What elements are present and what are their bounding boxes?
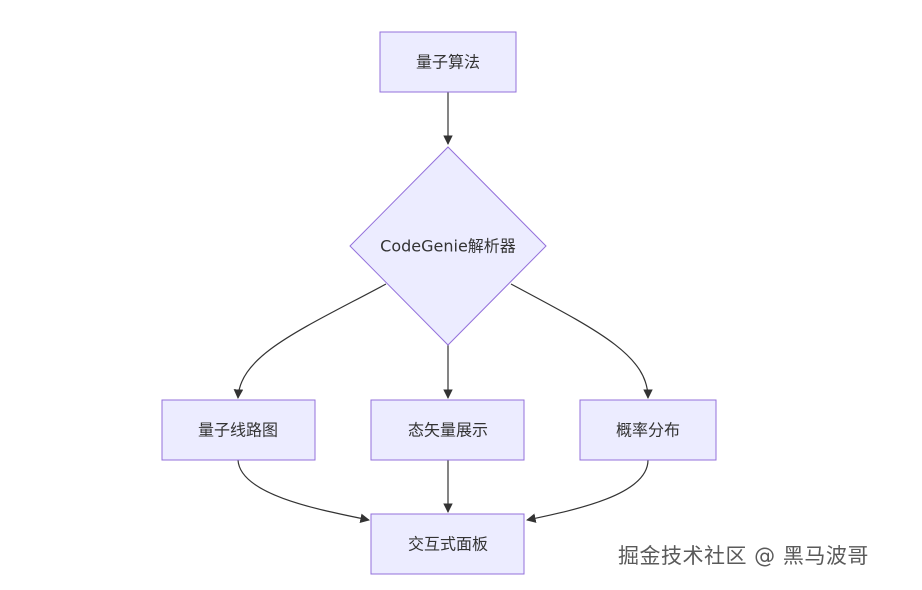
node-quantum-algorithm-label: 量子算法 — [416, 53, 480, 72]
node-circuit-diagram-box — [161, 399, 316, 461]
edges — [233, 92, 653, 523]
node-probability: 概率分布 — [579, 399, 717, 461]
edge-circuit-to-panel — [237, 459, 370, 523]
node-state-vector-label: 态矢量展示 — [408, 421, 488, 440]
edge-parser-to-circuit — [233, 283, 387, 399]
watermark: 掘金技术社区 @ 黑马波哥 — [618, 544, 869, 568]
node-interactive-panel: 交互式面板 — [370, 513, 525, 575]
node-parser: CodeGenie解析器 — [349, 146, 547, 346]
node-quantum-algorithm-box — [379, 31, 517, 93]
node-parser-diamond — [349, 146, 547, 346]
node-state-vector: 态矢量展示 — [370, 399, 525, 461]
node-parser-label: CodeGenie解析器 — [380, 237, 516, 256]
node-circuit-diagram-label: 量子线路图 — [198, 421, 278, 440]
node-state-vector-box — [370, 399, 525, 461]
node-quantum-algorithm: 量子算法 — [379, 31, 517, 93]
node-probability-label: 概率分布 — [616, 421, 680, 440]
node-interactive-panel-label: 交互式面板 — [408, 535, 488, 554]
edge-probability-to-panel — [526, 459, 649, 523]
node-probability-box — [579, 399, 717, 461]
node-circuit-diagram: 量子线路图 — [161, 399, 316, 461]
node-interactive-panel-box — [370, 513, 525, 575]
edge-parser-to-probability — [510, 283, 653, 399]
